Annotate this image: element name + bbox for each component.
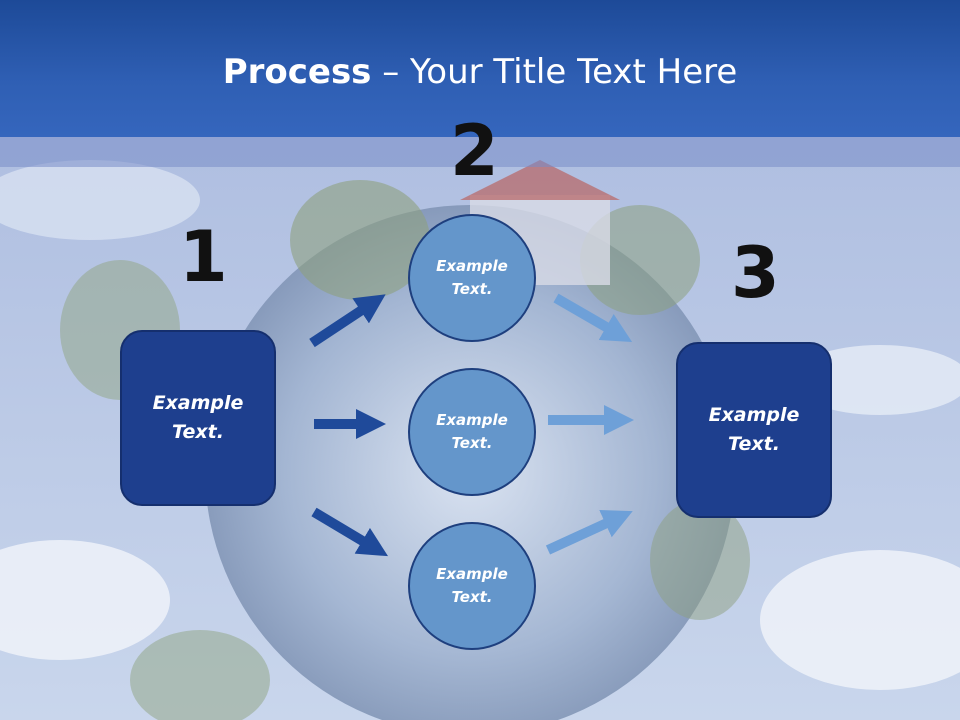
step-3-text: Example Text. bbox=[708, 404, 800, 455]
step-2-circle-middle-text: Example Text. bbox=[436, 411, 508, 452]
title-bold: Process bbox=[222, 52, 372, 92]
step-1-box: Example Text. bbox=[120, 330, 276, 506]
step-2-circle-top: Example Text. bbox=[408, 214, 536, 342]
step-2-circle-top-text: Example Text. bbox=[436, 257, 508, 298]
header-band bbox=[0, 137, 960, 167]
step-3-box: Example Text. bbox=[676, 342, 832, 518]
step-2-number: 2 bbox=[450, 110, 499, 192]
title-rest: – Your Title Text Here bbox=[371, 52, 738, 92]
arrow-1-to-2a bbox=[309, 294, 386, 348]
header-bar bbox=[0, 0, 960, 137]
slide-title: Process – Your Title Text Here bbox=[0, 52, 960, 92]
arrow-1-to-2c bbox=[311, 507, 389, 557]
step-2-circle-middle: Example Text. bbox=[408, 368, 536, 496]
arrow-2a-to-3 bbox=[553, 293, 633, 343]
step-1-text: Example Text. bbox=[152, 392, 244, 443]
step-3-number: 3 bbox=[731, 232, 780, 314]
step-2-circle-bottom: Example Text. bbox=[408, 522, 536, 650]
arrow-2c-to-3 bbox=[545, 510, 633, 555]
step-1-number: 1 bbox=[179, 216, 228, 298]
step-2-circle-bottom-text: Example Text. bbox=[436, 565, 508, 606]
